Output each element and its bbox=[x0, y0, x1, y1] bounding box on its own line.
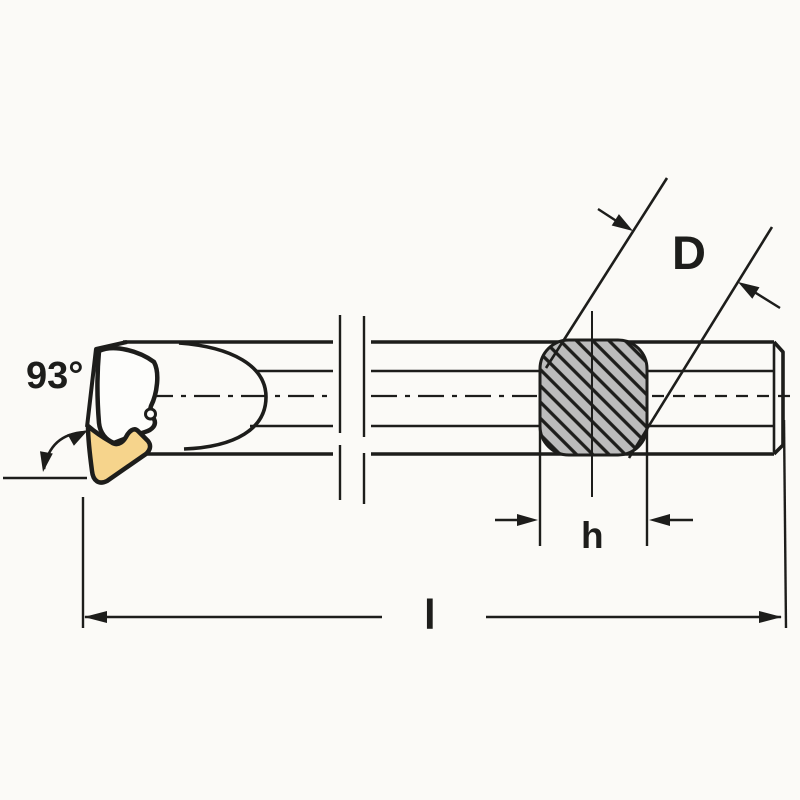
l-arrow-left bbox=[84, 611, 107, 623]
h-arrow-right bbox=[649, 514, 670, 526]
height-label: h bbox=[581, 515, 604, 556]
d-arrow-left bbox=[611, 214, 633, 231]
shank-outline bbox=[85, 315, 797, 504]
angle-annotation bbox=[3, 430, 88, 480]
cross-section-shape bbox=[538, 338, 649, 457]
l-arrow-right bbox=[759, 611, 782, 623]
shank-end bbox=[772, 340, 785, 456]
cutting-insert bbox=[85, 423, 153, 485]
dimension-h bbox=[495, 428, 693, 546]
l-extension-right bbox=[782, 419, 788, 629]
diameter-label: D bbox=[672, 226, 706, 279]
dimension-d bbox=[544, 177, 781, 459]
d-arrow-right bbox=[738, 282, 760, 299]
h-arrow-left bbox=[517, 514, 538, 526]
d-tangent-line-left bbox=[544, 177, 669, 369]
clamp-pin bbox=[144, 407, 157, 421]
angle-label: 93° bbox=[26, 355, 83, 397]
break-symbol bbox=[338, 315, 366, 504]
clamp bbox=[95, 345, 160, 446]
cross-section bbox=[538, 311, 649, 497]
angle-arrow-down bbox=[40, 451, 53, 472]
head-transition-curve bbox=[178, 341, 268, 451]
tool-head bbox=[85, 345, 160, 485]
d-tangent-line-right bbox=[627, 226, 774, 459]
angle-arrow-up bbox=[67, 430, 88, 446]
length-label: l bbox=[424, 591, 436, 638]
dimension-l bbox=[81, 419, 788, 629]
